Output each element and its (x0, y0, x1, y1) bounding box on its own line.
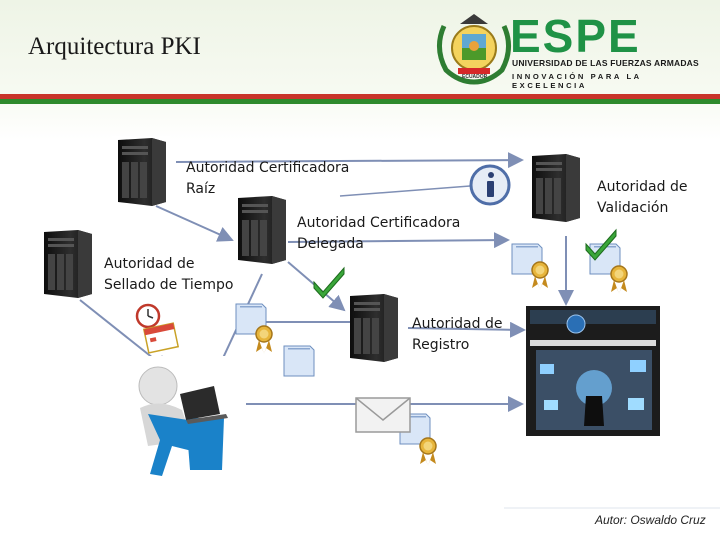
validation-server-icon (526, 152, 584, 222)
header-band-green (0, 99, 720, 104)
registration-label-line1: Autoridad de (412, 316, 503, 332)
arrow-delegated-to-validation (287, 232, 510, 249)
arrow-info-link (339, 185, 471, 197)
delegated-ca-label-line1: Autoridad Certificadora (297, 215, 461, 231)
registration-server-icon (344, 292, 402, 362)
arrow-root-to-delegated (155, 205, 234, 242)
registration-label-line2: Registro (412, 337, 470, 353)
mail-seal-icon (419, 437, 437, 467)
arrow-registration-to-web (407, 321, 526, 338)
root-ca-label-line2: Raíz (186, 181, 216, 197)
logo-subtitle-2: INNOVACIÓN PARA LA EXCELENCIA (512, 72, 642, 90)
author-credit: Autor: Oswaldo Cruz (595, 513, 706, 527)
delegated-ca-server-icon (232, 194, 290, 264)
delegated-ca-label-line2: Delegada (297, 236, 364, 252)
root-ca-label-line1: Autoridad Certificadora (186, 160, 350, 176)
validation-seal-icon (531, 261, 549, 291)
timestamp-label-line2: Sellado de Tiempo (104, 277, 234, 293)
registration-label: Autoridad de Registro (412, 314, 502, 356)
delegated-check-icon (313, 267, 345, 299)
arrow-root-to-validation (175, 152, 524, 169)
timestamp-server-icon (38, 228, 96, 298)
logo-subtitle-1: UNIVERSIDAD DE LAS FUERZAS ARMADAS (512, 58, 699, 68)
timestamp-clock-icon (135, 303, 161, 329)
delegated-ca-label: Autoridad Certificadora Delegada (297, 213, 460, 255)
web-portal-screenshot (526, 306, 660, 436)
timestamp-label: Autoridad de Sellado de Tiempo (104, 254, 233, 296)
validation-seal-2-icon (610, 265, 628, 295)
info-icon (469, 164, 511, 206)
registration-cert-icon (283, 345, 315, 377)
slide-title: Arquitectura PKI (28, 33, 201, 60)
calendar-icon (142, 322, 180, 354)
root-ca-server-icon (112, 136, 170, 206)
root-ca-label: Autoridad Certificadora Raíz (186, 158, 349, 200)
validation-label: Autoridad de Validación (597, 177, 687, 219)
envelope-icon (355, 397, 411, 433)
timestamp-label-line1: Autoridad de (104, 256, 195, 272)
header-band-red (0, 94, 720, 99)
validation-label-line2: Validación (597, 200, 669, 216)
user-at-laptop-icon (126, 356, 246, 484)
logo-text: ESPE (510, 10, 641, 62)
user-seal-icon (255, 325, 273, 355)
logo-seal-text: ECUADOR (462, 74, 488, 80)
validation-label-line1: Autoridad de (597, 179, 688, 195)
